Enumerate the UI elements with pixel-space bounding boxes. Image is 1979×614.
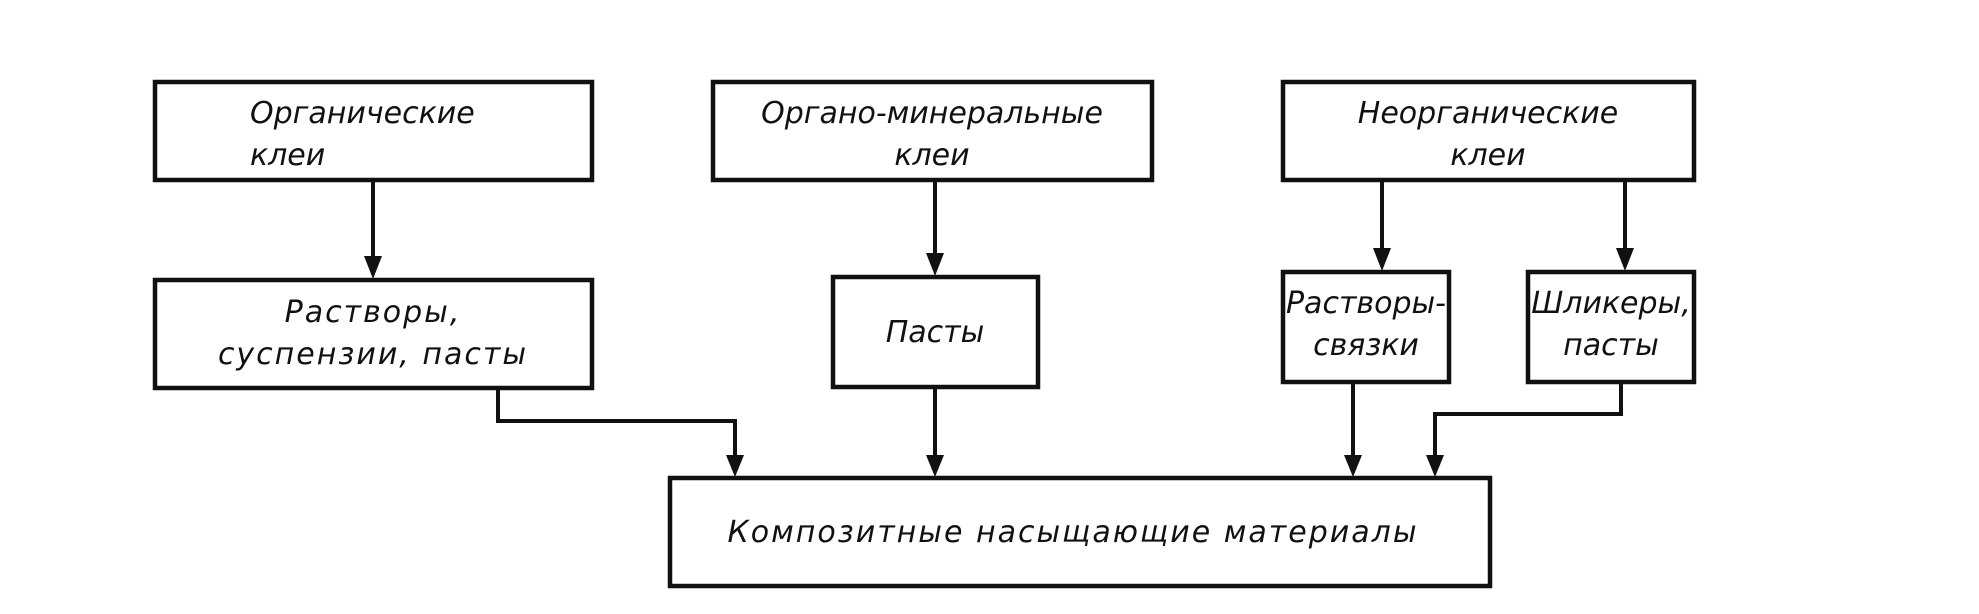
node-label-line1: Композитные насыщающие материалы	[727, 515, 1418, 550]
node-label-line2: связки	[1313, 328, 1419, 363]
arrowhead	[1426, 455, 1444, 477]
node-label-line1: Пасты	[886, 315, 985, 350]
node-box	[667, 475, 1493, 589]
node-solution-binders: Растворы- связки	[1280, 269, 1452, 385]
arrow-inorganic-to-solution-binders	[1373, 180, 1391, 271]
node-box	[152, 79, 595, 183]
arrowhead	[1616, 248, 1634, 271]
node-slips-pastes: Шликеры, пасты	[1525, 269, 1697, 385]
node-label-line1: Органо-минеральные	[761, 96, 1103, 131]
arrowhead	[1344, 455, 1362, 477]
node-inorganic-adhesives: Неорганические клеи	[1280, 79, 1697, 183]
arrow-organic-to-solutions	[364, 180, 382, 279]
arrowhead	[364, 256, 382, 279]
node-box	[1280, 79, 1697, 183]
arrowhead	[926, 455, 944, 477]
node-label-line1: Шликеры,	[1531, 286, 1691, 321]
node-label-line2: клеи	[1450, 138, 1525, 173]
node-box	[710, 79, 1155, 183]
node-label-line1: Растворы-	[1286, 286, 1446, 321]
arrow-slips-to-composite	[1426, 382, 1623, 477]
node-box	[152, 277, 595, 391]
arrowhead	[1373, 248, 1391, 271]
node-box	[1280, 269, 1452, 385]
arrow-organo-mineral-to-pastes	[926, 180, 944, 276]
node-box	[1525, 269, 1697, 385]
node-organo-mineral-adhesives: Органо-минеральные клеи	[710, 79, 1155, 183]
node-label-line2: суспензии, пасты	[218, 337, 528, 372]
node-label-line1: Органические	[250, 96, 475, 131]
arrowhead	[726, 455, 744, 477]
node-organic-adhesives: Органические клеи	[152, 79, 595, 183]
arrow-inorganic-to-slips	[1616, 180, 1634, 271]
node-label-line2: клеи	[894, 138, 969, 173]
node-label-line1: Растворы,	[285, 295, 462, 330]
node-solutions-suspensions-pastes: Растворы, суспензии, пасты	[152, 277, 595, 391]
node-label-line1: Неорганические	[1358, 96, 1618, 131]
arrowhead	[926, 253, 944, 276]
node-pastes: Пасты	[830, 274, 1041, 390]
node-composite-impregnating-materials: Композитные насыщающие материалы	[667, 475, 1493, 589]
node-label-line2: клеи	[250, 138, 325, 173]
arrow-solution-binders-to-composite	[1344, 382, 1362, 477]
arrow-solutions-to-composite	[496, 388, 744, 477]
node-label-line2: пасты	[1563, 328, 1659, 363]
arrow-pastes-to-composite	[926, 387, 944, 477]
